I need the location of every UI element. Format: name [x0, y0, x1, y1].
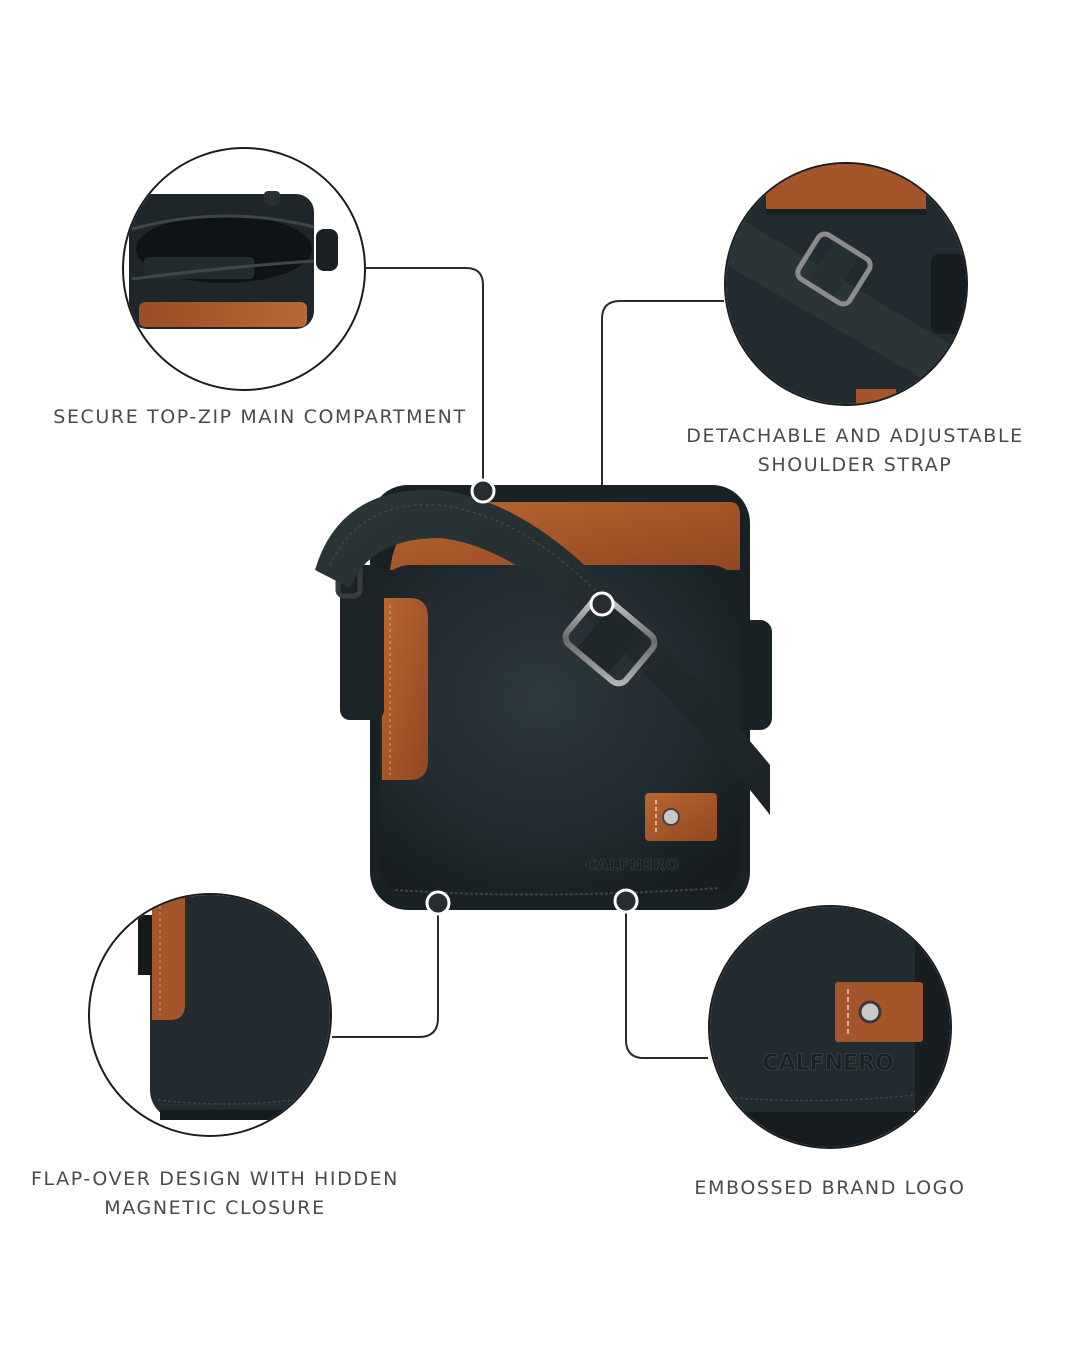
main-bag-image: CALFNERO — [315, 485, 772, 910]
feature-label-strap: DETACHABLE AND ADJUSTABLE SHOULDER STRAP — [670, 422, 1040, 480]
label-line: MAGNETIC CLOSURE — [104, 1197, 326, 1219]
logo-tab-closeup-image: CALFNERO — [710, 907, 950, 1147]
callout-circle-strap — [724, 162, 968, 406]
open-zip-interior-image — [129, 191, 338, 329]
feature-label-top-zip: SECURE TOP-ZIP MAIN COMPARTMENT — [30, 403, 490, 432]
callout-circle-flap — [88, 893, 332, 1137]
feature-label-logo: EMBOSSED BRAND LOGO — [680, 1174, 980, 1203]
label-line: EMBOSSED BRAND LOGO — [694, 1177, 966, 1199]
feature-label-flap: FLAP-OVER DESIGN WITH HIDDEN MAGNETIC CL… — [30, 1165, 400, 1223]
label-line: FLAP-OVER DESIGN WITH HIDDEN — [30, 1168, 399, 1190]
brand-emboss: CALFNERO — [585, 856, 679, 874]
flap-corner-closeup-image — [138, 895, 330, 1120]
label-line: DETACHABLE AND ADJUSTABLE — [686, 425, 1024, 447]
label-line: SHOULDER STRAP — [757, 454, 953, 476]
callout-circle-top-zip — [122, 147, 366, 391]
brand-emboss-closeup: CALFNERO — [762, 1051, 893, 1076]
strap-buckle-closeup-image — [726, 164, 966, 404]
callout-circle-logo: CALFNERO — [708, 905, 952, 1149]
label-line: SECURE TOP-ZIP MAIN COMPARTMENT — [53, 406, 467, 428]
